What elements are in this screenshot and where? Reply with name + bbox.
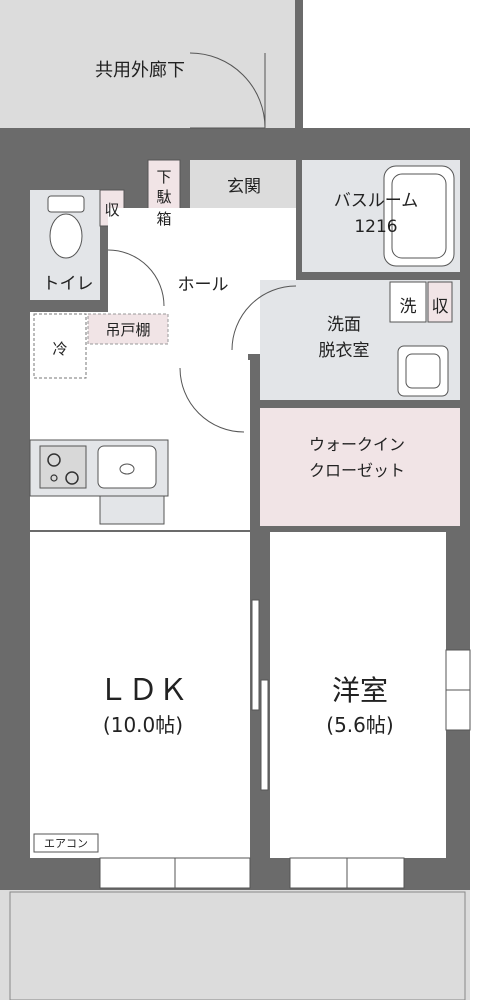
shoe-box-label-1: 下 bbox=[156, 168, 171, 186]
wic-label-2: クローゼット bbox=[309, 461, 405, 480]
bathtub-inner bbox=[391, 173, 447, 259]
toilet-bowl bbox=[49, 213, 83, 259]
wash-storage-box bbox=[427, 281, 453, 323]
wic-label-1: ウォークイン bbox=[309, 435, 405, 454]
washer-label: 洗 bbox=[400, 297, 417, 317]
sink bbox=[97, 445, 157, 489]
bathtub bbox=[383, 165, 455, 267]
burner-1 bbox=[47, 453, 61, 467]
western-size-label: (5.6帖) bbox=[326, 713, 393, 737]
shoe-box-label-3: 箱 bbox=[156, 210, 171, 228]
bathroom-label: バスルーム bbox=[334, 191, 419, 211]
western-label: 洋室 bbox=[332, 674, 388, 707]
burner-3 bbox=[50, 474, 58, 482]
sliding-door-2 bbox=[260, 679, 269, 791]
ldk-size-label: (10.0帖) bbox=[103, 713, 183, 737]
burner-2 bbox=[65, 471, 79, 485]
ldk-floor bbox=[30, 532, 250, 858]
aircon-box bbox=[33, 833, 99, 853]
hanging-shelf-label: 吊戸棚 bbox=[105, 321, 150, 339]
corridor-area bbox=[0, 0, 300, 128]
toilet-label: トイレ bbox=[43, 274, 94, 294]
stove bbox=[39, 445, 87, 489]
washroom-label-2: 脱衣室 bbox=[319, 341, 370, 361]
toilet-tank bbox=[47, 195, 85, 213]
balcony-area bbox=[0, 888, 470, 1000]
hall-label: ホール bbox=[178, 275, 229, 295]
wash-storage-label: 収 bbox=[432, 297, 449, 317]
toilet-storage-label: 収 bbox=[104, 201, 119, 219]
ldk-label: ＬＤＫ bbox=[98, 673, 188, 708]
vanity bbox=[397, 345, 449, 397]
hanging-shelf bbox=[87, 313, 169, 345]
corridor-wall bbox=[295, 0, 303, 128]
fridge-label: 冷 bbox=[52, 340, 67, 358]
aircon-label: エアコン bbox=[44, 837, 88, 850]
counter-end bbox=[99, 495, 165, 525]
entrance-floor bbox=[190, 160, 296, 208]
bathroom-size-label: 1216 bbox=[354, 217, 397, 237]
front-door bbox=[189, 52, 266, 129]
toilet-door bbox=[107, 249, 165, 307]
vanity-basin bbox=[405, 353, 441, 389]
entrance-label: 玄関 bbox=[227, 177, 261, 197]
balcony-rail bbox=[9, 891, 466, 1000]
shoe-box-label-2: 駄 bbox=[156, 188, 171, 206]
sliding-door-1 bbox=[251, 599, 260, 711]
corridor-label: 共用外廊下 bbox=[95, 60, 185, 81]
washer-box bbox=[389, 281, 427, 323]
washroom-label-1: 洗面 bbox=[327, 315, 361, 335]
fridge-box bbox=[33, 313, 87, 379]
washroom-door bbox=[231, 285, 297, 351]
ldk-door bbox=[179, 367, 245, 433]
sink-drain bbox=[119, 463, 135, 475]
wic-floor bbox=[260, 408, 460, 526]
western-floor bbox=[270, 532, 446, 858]
